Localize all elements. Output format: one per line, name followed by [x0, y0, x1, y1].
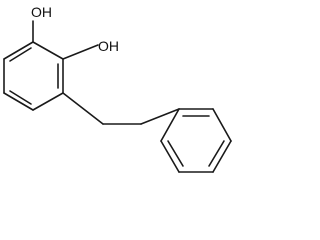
- ring-double-bond: [167, 140, 184, 167]
- hydroxyl-label-top: OH: [31, 4, 52, 20]
- ethylene-bond-1: [62, 92, 104, 125]
- ring-bond: [160, 108, 180, 142]
- ethylene-bond-3: [140, 108, 180, 125]
- ring-bond: [212, 108, 232, 142]
- ring-bond: [32, 92, 64, 111]
- hydroxyl-bond-right: [62, 44, 99, 60]
- ring-double-bond: [9, 47, 32, 62]
- chemical-structure-diagram: OH OH: [3, 4, 232, 173]
- ring-bond: [212, 140, 232, 173]
- ring-bond: [3, 41, 34, 60]
- ring-bond: [32, 41, 64, 60]
- ring-bond: [160, 140, 180, 173]
- phenyl-ring: [160, 108, 232, 173]
- ring-double-bond: [208, 140, 225, 167]
- ring-double-bond: [9, 90, 32, 105]
- ring-bond: [3, 92, 34, 111]
- hydroxyl-label-right: OH: [98, 38, 119, 54]
- catechol-ring: [3, 41, 64, 111]
